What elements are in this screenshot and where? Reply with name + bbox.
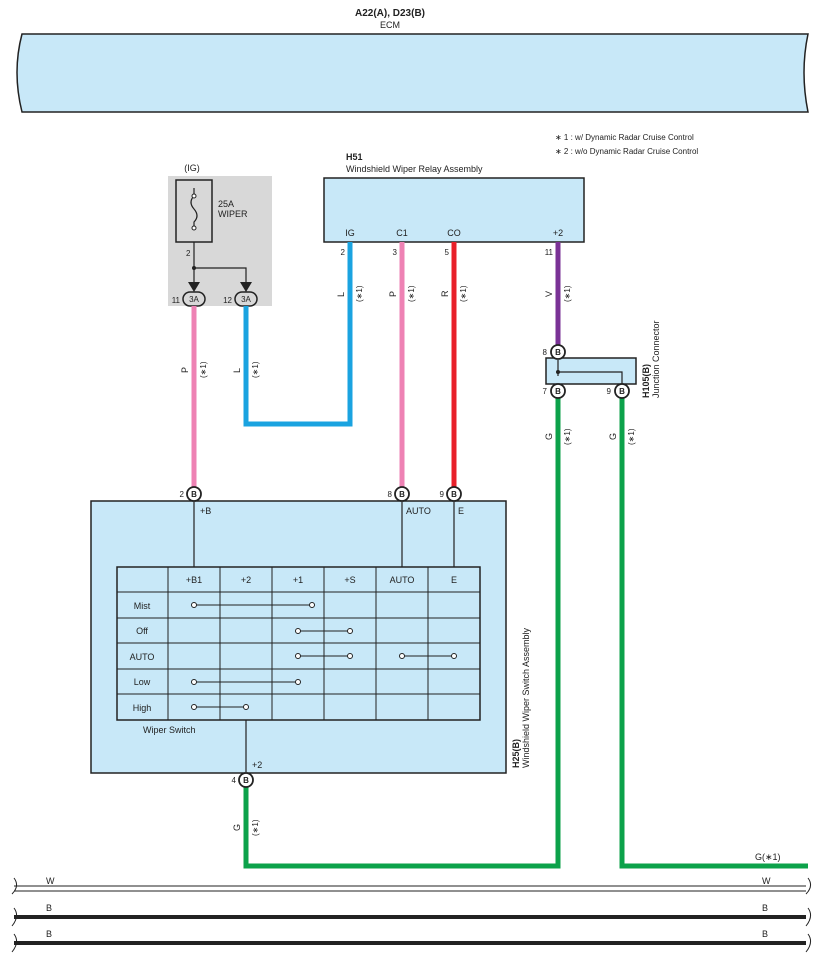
relay-pin-plus2: 11: [545, 248, 554, 257]
fuse-rating: 25A: [218, 199, 234, 209]
fuse-conn-right: 3A: [241, 295, 251, 304]
relay-terminal-co: CO: [447, 228, 461, 238]
relay-terminal-ig: IG: [345, 228, 355, 238]
fuse-name: WIPER: [218, 209, 248, 219]
col-plus2: +2: [241, 575, 251, 585]
relay-code: H51: [346, 152, 363, 162]
bus-b1-left: B: [46, 903, 52, 913]
label-relay-plus2: V: [544, 291, 554, 297]
label-fuse-left: P: [180, 367, 190, 373]
label-relay-ig-note: (∗1): [355, 285, 364, 302]
relay-pin-ig: 2: [341, 248, 346, 257]
wire-green-jc9-out: [619, 398, 808, 869]
wires: [191, 242, 808, 869]
relay-terminal-plus2: +2: [553, 228, 563, 238]
label-fuse-left-note: (∗1): [199, 361, 208, 378]
label-fuse-right-note: (∗1): [251, 361, 260, 378]
switch-terminal-plus2: +2: [252, 760, 262, 770]
jc-code: H105(B): [641, 364, 651, 398]
col-plus1: +1: [293, 575, 303, 585]
bus-b1-right: B: [762, 903, 768, 913]
bus-b2-right: B: [762, 929, 768, 939]
label-jc9: G: [608, 433, 618, 440]
ecm-connectors: A22(A), D23(B): [355, 8, 425, 19]
jc-pin-out2-conn: B: [619, 387, 625, 396]
fuse-pin-top: 2: [186, 249, 191, 258]
fuse-circuit: (IG): [184, 163, 200, 173]
switch-terminal-auto: AUTO: [406, 506, 431, 516]
row-off: Off: [136, 626, 148, 636]
wire-green-jc7-switch: [243, 398, 561, 869]
note-1: ∗ 1 : w/ Dynamic Radar Cruise Control: [555, 133, 694, 142]
jc-pin-out1: 7: [543, 387, 548, 396]
ecm-name: ECM: [380, 20, 400, 30]
label-relay-c1: P: [388, 291, 398, 297]
col-plus-s: +S: [344, 575, 355, 585]
col-auto: AUTO: [390, 575, 415, 585]
fuse-block: (IG) 25A WIPER 2 3A 3A 11 12: [168, 163, 272, 307]
col-e: E: [451, 575, 457, 585]
switch-pin-plus2-conn: B: [243, 776, 249, 785]
label-relay-c1-note: (∗1): [407, 285, 416, 302]
switch-pin-b-conn: B: [191, 490, 197, 499]
bus-lines: [11, 877, 812, 953]
row-high: High: [133, 703, 152, 713]
switch-pin-b: 2: [180, 490, 185, 499]
wire-labels: L (∗1) P (∗1) R (∗1) V (∗1) P (∗1) L (∗1…: [180, 285, 781, 862]
switch-pin-plus2: 4: [232, 776, 237, 785]
switch-pin-auto-conn: B: [399, 490, 405, 499]
label-relay-co: R: [440, 290, 450, 297]
relay-pin-co: 5: [445, 248, 450, 257]
junction-connector: H105(B) Junction Connector B 8 B 7 B 9: [543, 320, 661, 399]
label-jc7: G: [544, 433, 554, 440]
label-relay-co-note: (∗1): [459, 285, 468, 302]
switch-pin-auto: 8: [388, 490, 393, 499]
bus-b2-left: B: [46, 929, 52, 939]
label-sw4-note: (∗1): [251, 819, 260, 836]
bus-w-right: W: [762, 876, 771, 886]
relay-terminal-c1: C1: [396, 228, 408, 238]
jc-pin-out2: 9: [607, 387, 612, 396]
label-relay-plus2-note: (∗1): [563, 285, 572, 302]
bus-w-left: W: [46, 876, 55, 886]
switch-name: Windshield Wiper Switch Assembly: [521, 627, 531, 768]
row-auto: AUTO: [130, 652, 155, 662]
jc-pin-in-conn: B: [555, 348, 561, 357]
switch-terminal-b: +B: [200, 506, 211, 516]
switch-pin-e: 9: [440, 490, 445, 499]
row-mist: Mist: [134, 601, 151, 611]
jc-name: Junction Connector: [651, 320, 661, 398]
relay-block: H51 Windshield Wiper Relay Assembly IG C…: [323, 152, 585, 257]
jc-pin-in: 8: [543, 348, 548, 357]
label-fuse-right: L: [232, 368, 242, 373]
switch-terminal-e: E: [458, 506, 464, 516]
switch-pin-e-conn: B: [451, 490, 457, 499]
fuse-conn-left: 3A: [189, 295, 199, 304]
switch-label: Wiper Switch: [143, 725, 196, 735]
row-low: Low: [134, 677, 151, 687]
jc-pin-out1-conn: B: [555, 387, 561, 396]
fuse-pin-left: 11: [172, 296, 181, 305]
wire-blue-fuse-relay: [243, 242, 353, 427]
label-jc7-note: (∗1): [563, 428, 572, 445]
label-relay-ig: L: [336, 292, 346, 297]
note-2: ∗ 2 : w/o Dynamic Radar Cruise Control: [555, 147, 698, 156]
label-out: G(∗1): [755, 852, 781, 862]
col-b1: +B1: [186, 575, 202, 585]
switch-table: +B1 +2 +1 +S AUTO E Mist Off AUTO Low Hi…: [116, 566, 481, 721]
fuse-pin-right: 12: [223, 296, 232, 305]
switch-code: H25(B): [511, 739, 521, 768]
relay-name: Windshield Wiper Relay Assembly: [346, 164, 483, 174]
label-sw4: G: [232, 824, 242, 831]
label-jc9-note: (∗1): [627, 428, 636, 445]
relay-pin-c1: 3: [393, 248, 398, 257]
wiper-switch-assembly: H25(B) Windshield Wiper Switch Assembly …: [90, 486, 531, 788]
ecm-block: A22(A), D23(B) ECM: [16, 8, 809, 113]
